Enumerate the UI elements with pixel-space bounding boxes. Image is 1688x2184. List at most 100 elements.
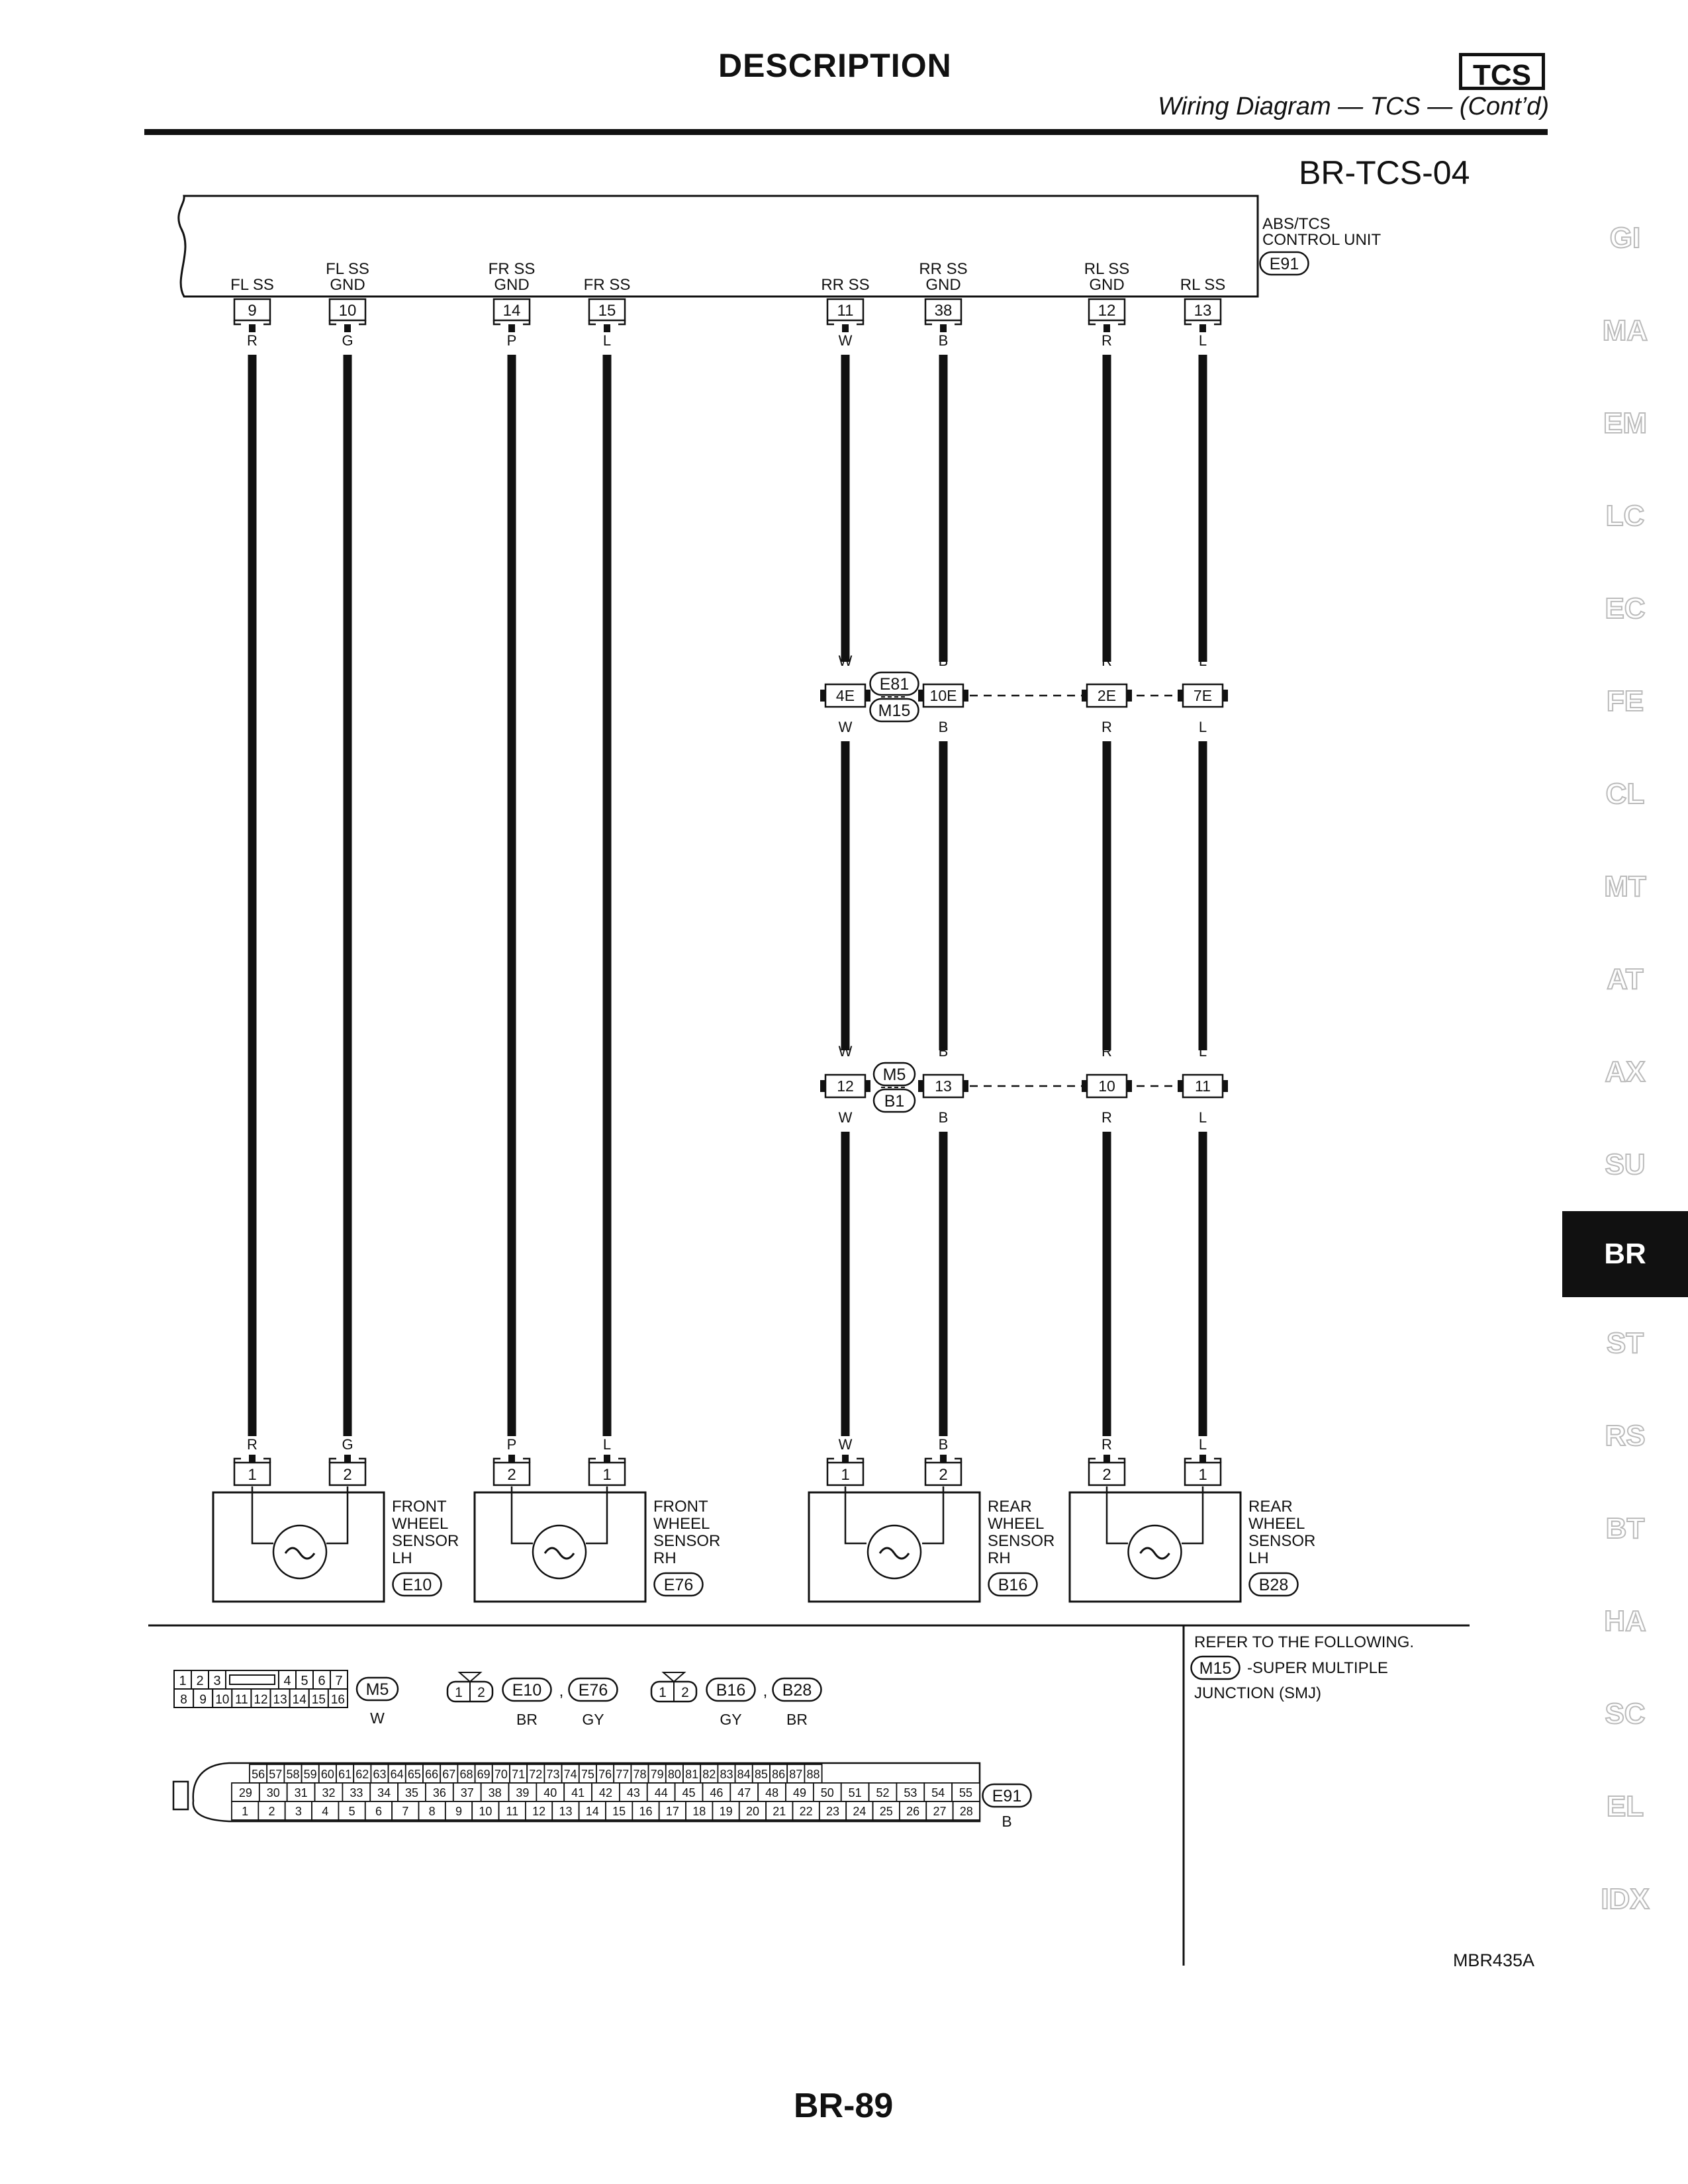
e91-pin-label: 74	[564, 1768, 577, 1781]
wire-color-code: L	[603, 332, 611, 349]
section-tab-at[interactable]: AT	[1606, 962, 1644, 996]
e91-pin-label: 39	[516, 1786, 529, 1799]
note-connector-oval	[1190, 1655, 1241, 1680]
junction-e81-m15-pin-tab-right	[963, 690, 968, 702]
wire-color-code: L	[1199, 653, 1207, 669]
sensor-pin-stub	[1103, 1455, 1110, 1463]
e91-pin-label: 18	[692, 1805, 706, 1818]
e91-pin-label: 34	[377, 1786, 391, 1799]
e91-pin-label: 61	[338, 1768, 352, 1781]
wheel-sensor-3-connector: B16	[998, 1576, 1027, 1594]
section-tab-bt[interactable]: BT	[1605, 1512, 1646, 1545]
wheel-sensor-2-label: SENSOR	[653, 1532, 720, 1550]
section-tab-em[interactable]: EM	[1603, 406, 1648, 440]
e91-pin-label: 19	[720, 1805, 733, 1818]
section-tab-sc[interactable]: SC	[1604, 1697, 1646, 1731]
m5-cavity	[173, 1688, 195, 1708]
legend-b-pair-color: BR	[786, 1711, 808, 1728]
e91-pin-label: 53	[904, 1786, 917, 1799]
sine-wave-icon	[284, 1547, 316, 1560]
section-tab-lc[interactable]: LC	[1605, 499, 1646, 533]
section-tab-cl[interactable]: CL	[1605, 777, 1646, 811]
e91-pin-label: 35	[405, 1786, 418, 1799]
legend-b-pair-pin: 2	[681, 1685, 689, 1700]
section-tab-mt[interactable]: MT	[1603, 870, 1647, 903]
e91-cavity	[702, 1782, 731, 1802]
e91-cavity	[765, 1801, 794, 1821]
m5-cavity	[327, 1688, 348, 1708]
e91-cavity	[658, 1801, 686, 1821]
wheel-sensor-2-pin: 2	[507, 1466, 516, 1484]
wheel-sensor-1-label: FRONT	[392, 1498, 447, 1516]
e91-pin-label: 45	[682, 1786, 696, 1799]
e91-pin-label: 22	[800, 1805, 813, 1818]
m5-cavity	[312, 1670, 331, 1690]
junction-m5-b1-pin-tab-right	[1127, 1080, 1132, 1092]
e91-pin-label: 15	[612, 1805, 626, 1818]
terminal-label: RL SS	[1084, 260, 1129, 278]
section-tab-idx[interactable]: IDX	[1600, 1882, 1650, 1916]
cu-pin-number: 10	[339, 302, 357, 320]
e91-pin-label: 88	[806, 1768, 820, 1781]
e91-pin-label: 38	[489, 1786, 502, 1799]
junction-m5-b1-pin-tab-left	[1178, 1080, 1183, 1092]
section-tab-br[interactable]: BR	[1562, 1211, 1688, 1297]
e91-pin-label: 21	[773, 1805, 786, 1818]
e91-pin-label: 2	[269, 1805, 275, 1818]
junction-e81-m15-connector-b: M15	[878, 702, 911, 720]
section-tab-st[interactable]: ST	[1606, 1326, 1644, 1360]
m5-cavity	[212, 1688, 233, 1708]
wheel-sensor-3-pin: 1	[841, 1466, 849, 1484]
legend-e91-connector: E91	[992, 1787, 1021, 1805]
wire-color-code: L	[1199, 719, 1207, 735]
section-tab-el[interactable]: EL	[1606, 1790, 1644, 1823]
e91-cavity	[700, 1764, 719, 1784]
e91-pin-label: 6	[375, 1805, 382, 1818]
m5-cavity	[193, 1688, 214, 1708]
m5-pin-label: 10	[215, 1693, 229, 1707]
junction-e81-m15-pin: 7E	[1194, 687, 1212, 704]
wire-color-code: P	[507, 1436, 517, 1453]
section-tab-ec[interactable]: EC	[1604, 592, 1646, 625]
junction-m5-b1-connector-b: B1	[884, 1092, 905, 1111]
terminal-label: RR SS	[919, 260, 967, 278]
section-tab-fe[interactable]: FE	[1606, 684, 1644, 718]
e91-cavity	[471, 1801, 500, 1821]
sensor-pin-stub	[842, 1455, 849, 1463]
section-tab-su[interactable]: SU	[1604, 1148, 1646, 1181]
legend-b-pair-key-icon	[661, 1672, 686, 1683]
e91-cavity	[551, 1801, 580, 1821]
e91-pin-label: 83	[720, 1768, 733, 1781]
e91-pin-label: 7	[402, 1805, 408, 1818]
e91-pin-label: 44	[655, 1786, 668, 1799]
wire-color-code: B	[939, 1436, 949, 1453]
e91-cavity	[818, 1801, 847, 1821]
section-tab-ha[interactable]: HA	[1603, 1604, 1647, 1638]
e91-cavity	[591, 1782, 620, 1802]
section-tab-gi[interactable]: GI	[1609, 221, 1641, 255]
wheel-sensor-2-pin: 1	[602, 1466, 611, 1484]
page-subtitle: Wiring Diagram — TCS — (Cont’d)	[1158, 93, 1549, 120]
e91-pin-label: 5	[349, 1805, 355, 1818]
e91-pin-label: 20	[746, 1805, 759, 1818]
m5-pin-label: 12	[254, 1693, 267, 1707]
section-tab-ax[interactable]: AX	[1604, 1055, 1646, 1089]
e91-cavity	[951, 1782, 980, 1802]
junction-m5-b1-pin: 11	[1195, 1077, 1211, 1095]
m5-pin-label: 4	[283, 1674, 291, 1688]
legend-e-pair-color: GY	[582, 1711, 604, 1728]
e91-cavity	[444, 1801, 473, 1821]
wire-color-code: R	[1102, 1436, 1112, 1453]
section-tab-rs[interactable]: RS	[1604, 1419, 1646, 1453]
legend-e-pair-key-icon	[457, 1672, 483, 1683]
cu-pin-number: 15	[598, 302, 616, 320]
e91-pin-label: 82	[702, 1768, 716, 1781]
e91-pin-label: 76	[598, 1768, 612, 1781]
cu-pin-stub	[940, 324, 947, 332]
junction-m5-b1-pin-tab-left	[1082, 1080, 1087, 1092]
wire-color-code: W	[839, 653, 853, 669]
m5-pin-label: 13	[273, 1693, 287, 1707]
section-tab-ma[interactable]: MA	[1602, 314, 1648, 347]
wheel-sensor-1-connector-oval	[392, 1572, 442, 1597]
